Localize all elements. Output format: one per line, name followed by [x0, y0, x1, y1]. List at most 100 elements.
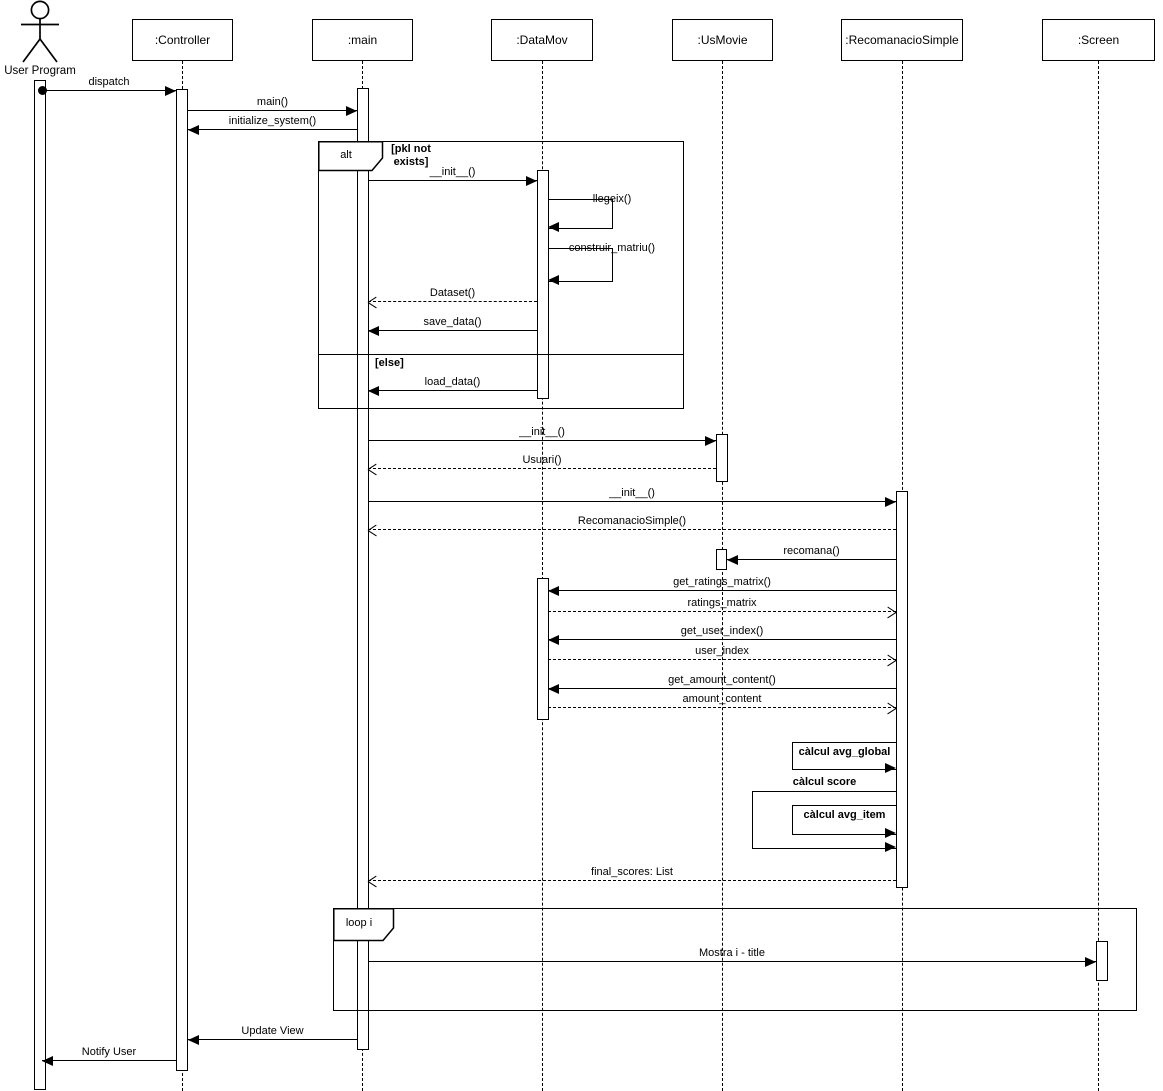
message-label: __init__() — [429, 166, 476, 178]
message-get-amount-content: get_amount_content() — [548, 674, 896, 695]
participant-label: :RecomanacioSimple — [845, 33, 959, 47]
message-label: Usuari() — [522, 454, 562, 466]
message-label: Dataset() — [429, 287, 476, 299]
message-save-data: save_data() — [368, 316, 537, 337]
message-label: __init__() — [519, 426, 565, 438]
participant-label: :DataMov — [516, 33, 568, 47]
message-usuari-return: Usuari() — [368, 454, 716, 469]
message-label: ratings_matrix — [687, 597, 757, 609]
alt-operator-label: alt — [340, 149, 352, 161]
arrowhead-icon — [42, 1056, 53, 1067]
arrowhead-icon — [885, 497, 896, 508]
arrowhead-icon — [548, 684, 559, 695]
message-label: dispatch — [88, 76, 130, 88]
participant-label: :UsMovie — [697, 33, 748, 47]
arrowhead-icon — [885, 828, 896, 839]
arrowhead-icon — [548, 222, 559, 233]
activation-datamov-2 — [537, 578, 549, 720]
loop-operator-label: loop i — [345, 917, 373, 929]
alt-guard-line1: [pkl not — [391, 143, 431, 155]
arrowhead-icon — [548, 586, 559, 597]
message-label: càlcul avg_item — [803, 809, 886, 821]
actor-icon — [21, 0, 59, 63]
activation-usmovie-1 — [716, 434, 728, 482]
message-dispatch: dispatch — [42, 76, 176, 97]
activation-user — [34, 80, 46, 1090]
loop-fragment-cap — [333, 908, 395, 942]
arrowhead-icon — [188, 125, 199, 136]
activation-recomanaciosimple — [896, 491, 908, 888]
message-label: Mostra i - title — [698, 947, 765, 959]
arrowhead-icon — [368, 386, 379, 397]
participant-label: :Screen — [1077, 33, 1120, 47]
message-label: user_index — [695, 645, 749, 657]
alt-separator — [318, 354, 684, 355]
participant-usmovie: :UsMovie — [672, 19, 773, 61]
message-get-user-index: get_user_index() — [548, 625, 896, 646]
found-message-circle-icon — [38, 85, 47, 95]
participant-controller: :Controller — [132, 19, 233, 61]
participant-datamov: :DataMov — [491, 19, 593, 61]
arrowhead-icon — [165, 86, 176, 97]
activation-controller — [176, 89, 188, 1071]
participant-main: :main — [312, 19, 413, 61]
self-message-calcul-avg-global: càlcul avg_global — [792, 742, 896, 774]
message-initialize-system: initialize_system() — [188, 115, 357, 136]
arrowhead-icon — [346, 106, 357, 117]
message-mostra: Mostra i - title — [368, 947, 1096, 968]
arrowhead-icon — [885, 842, 896, 853]
loop-fragment — [333, 908, 1137, 1011]
alt-fragment — [318, 141, 684, 409]
arrowhead-icon — [526, 176, 537, 187]
message-recomana: recomana() — [727, 545, 896, 566]
arrowhead-icon — [705, 436, 716, 447]
message-load-data: load_data() — [368, 376, 537, 397]
arrowhead-icon — [1085, 957, 1096, 968]
message-update-view: Update View — [188, 1025, 357, 1046]
message-init-usmovie: __init__() — [368, 426, 716, 447]
message-label: get_amount_content() — [668, 674, 776, 686]
alt-guard: [pkl not exists] — [384, 143, 438, 168]
message-amount-content-return: amount_content — [548, 693, 896, 708]
message-dataset-return: Dataset() — [368, 287, 537, 302]
lifeline-screen — [1097, 61, 1099, 1091]
message-label: RecomanacioSimple() — [577, 515, 687, 527]
message-notify-user: Notify User — [42, 1046, 176, 1067]
message-label: càlcul avg_global — [798, 746, 891, 758]
message-recomanaciosimple-return: RecomanacioSimple() — [368, 515, 896, 530]
self-message-calcul-avg-item: càlcul avg_item — [792, 805, 896, 839]
message-user-index-return: user_index — [548, 645, 896, 660]
arrowhead-icon — [885, 763, 896, 774]
actor-label: User Program — [4, 65, 76, 77]
message-label: get_user_index() — [680, 625, 764, 637]
activation-screen — [1096, 941, 1108, 981]
participant-label: :main — [347, 33, 378, 47]
alt-guard-line2: exists] — [393, 155, 429, 168]
message-label: load_data() — [424, 376, 481, 388]
message-label: amount_content — [682, 693, 762, 705]
message-label: __init__() — [609, 487, 655, 499]
arrowhead-icon — [368, 326, 379, 337]
message-label: Notify User — [81, 1046, 137, 1058]
lifeline-usmovie — [721, 61, 723, 1091]
message-label: càlcul score — [792, 776, 857, 788]
message-label: main() — [256, 96, 289, 108]
message-main: main() — [188, 96, 357, 117]
participant-recomanaciosimple: :RecomanacioSimple — [841, 19, 963, 61]
message-label: get_ratings_matrix() — [673, 576, 771, 588]
message-ratings-matrix-return: ratings_matrix — [548, 597, 896, 612]
message-label: recomana() — [783, 545, 840, 557]
message-label: initialize_system() — [228, 115, 317, 127]
alt-else-guard: [else] — [375, 357, 404, 369]
message-init-datamov: __init__() — [368, 166, 537, 187]
lifeline-datamov — [541, 61, 543, 1091]
message-label: construir_matriu() — [568, 242, 656, 254]
self-message-calcul-score: càlcul score — [752, 776, 896, 853]
self-message-construir-matriu: construir_matriu() — [548, 242, 655, 286]
message-label: save_data() — [423, 316, 482, 328]
activation-main — [357, 88, 369, 1050]
message-get-ratings-matrix: get_ratings_matrix() — [548, 576, 896, 597]
activation-usmovie-2 — [716, 549, 727, 570]
self-message-llegeix: llegeix() — [548, 193, 631, 233]
